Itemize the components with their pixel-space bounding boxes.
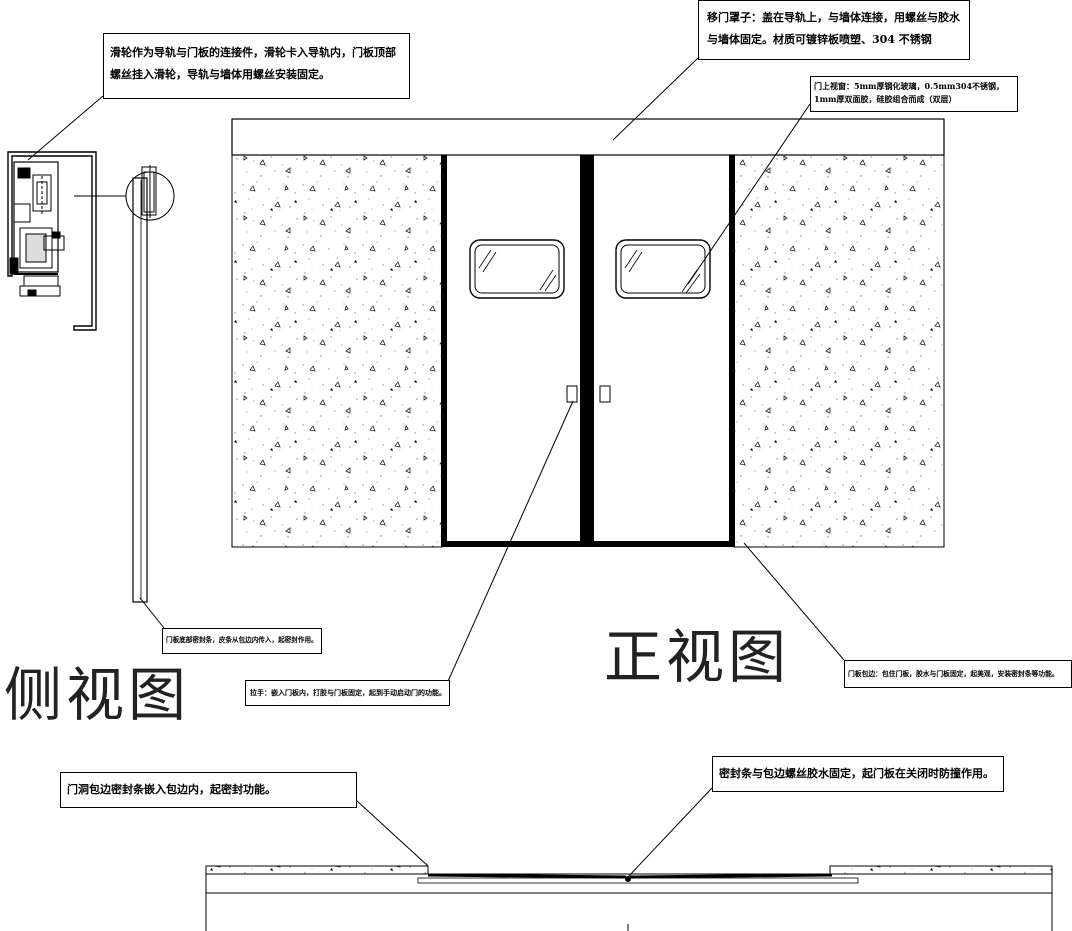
plan-wall-right — [829, 865, 1053, 875]
handle-left — [566, 385, 578, 403]
opening-seal-note: 门洞包边密封条嵌入包边内，起密封功能。 — [60, 772, 357, 808]
bottom-seal-note: 门板底部密封条，皮条从包边内传入，起密封作用。 — [162, 628, 322, 654]
plan-wall-left — [205, 865, 429, 875]
door-edge-frame — [441, 155, 735, 547]
door-window-right — [615, 239, 711, 299]
cover-profile — [7, 151, 97, 331]
plan-door-left — [427, 873, 627, 879]
edge-wrap-note-text: 门板包边：包住门板，胶水与门板固定，起美观，安装密封条等功能。 — [848, 670, 1059, 678]
center-seal-leader — [627, 787, 713, 878]
front-view — [231, 57, 945, 689]
cover-note: 移门罩子：盖在导轨上，与墙体连接，用螺丝与胶水与墙体固定。材质可镀锌板喷塑、30… — [698, 0, 970, 60]
pulley-note: 滑轮作为导轨与门板的连接件，滑轮卡入导轨内，门板顶部螺丝挂入滑轮，导轨与墙体用螺… — [103, 33, 410, 99]
side-view-title: 侧视图 — [4, 661, 191, 729]
opening-seal-leader — [355, 799, 429, 867]
center-seal-note: 密封条与包边螺丝胶水固定，起门板在关闭时防撞作用。 — [712, 756, 1004, 792]
edge-wrap-note: 门板包边：包住门板，胶水与门板固定，起美观，安装密封条等功能。 — [844, 660, 1072, 688]
right-wall — [733, 154, 945, 548]
side-door-panel — [132, 177, 148, 603]
handle-right — [599, 385, 611, 403]
handle-note-text: 拉手：嵌入门板内，打胶与门板固定，起到手动启动门的功能。 — [250, 688, 446, 697]
handle-note: 拉手：嵌入门板内，打胶与门板固定，起到手动启动门的功能。 — [245, 680, 450, 706]
pulley-leader — [27, 95, 104, 161]
cover-note-text: 移门罩子：盖在导轨上，与墙体连接，用螺丝与胶水与墙体固定。材质可镀锌板喷塑、30… — [707, 11, 960, 46]
pulley-assembly — [9, 161, 65, 297]
left-wall — [231, 154, 443, 548]
plan-track — [417, 877, 859, 884]
door-window-left — [469, 239, 565, 299]
plan-view — [205, 787, 1053, 931]
side-view-detail — [7, 95, 175, 629]
front-cover-band — [231, 118, 945, 156]
pulley-note-text: 滑轮作为导轨与门板的连接件，滑轮卡入导轨内，门板顶部螺丝挂入滑轮，导轨与墙体用螺… — [110, 46, 396, 81]
window-note-text: 门上视窗：5mm厚钢化玻璃，0.5mm304不锈钢，1mm厚双面胶，硅胶组合而成… — [814, 81, 1005, 104]
bottom-seal-leader — [139, 597, 165, 629]
front-view-title: 正视图 — [604, 623, 791, 691]
center-seal-note-text: 密封条与包边螺丝胶水固定，起门板在关闭时防撞作用。 — [719, 767, 994, 780]
plan-door-right — [629, 873, 833, 879]
front-leaders — [444, 57, 845, 689]
opening-seal-note-text: 门洞包边密封条嵌入包边内，起密封功能。 — [67, 783, 276, 796]
bottom-seal-note-text: 门板底部密封条，皮条从包边内传入，起密封作用。 — [166, 636, 318, 644]
window-note: 门上视窗：5mm厚钢化玻璃，0.5mm304不锈钢，1mm厚双面胶，硅胶组合而成… — [810, 76, 1018, 112]
